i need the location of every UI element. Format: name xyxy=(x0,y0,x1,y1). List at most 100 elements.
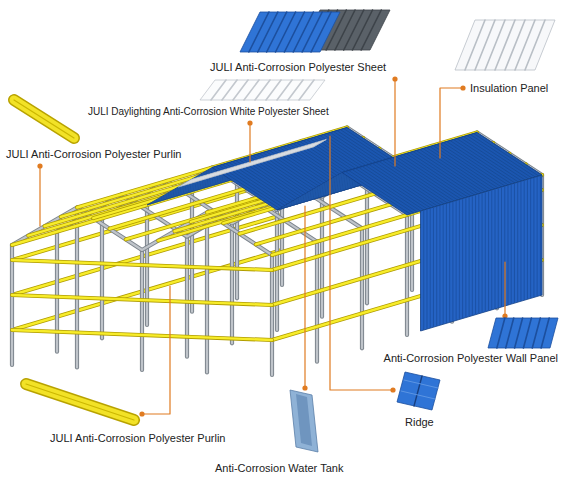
wall-panel-icon-rib xyxy=(541,318,549,348)
roof-rib xyxy=(376,163,441,206)
steel-frame xyxy=(141,250,143,370)
leader-line xyxy=(249,123,250,162)
roof-rib xyxy=(396,157,461,200)
steel-frame xyxy=(231,223,233,343)
steel-frame-edge xyxy=(140,250,144,370)
grey-sheet-icon-rib xyxy=(361,10,381,50)
steel-frame-edge xyxy=(235,178,239,298)
wall-rib xyxy=(514,184,515,302)
water-tank-channel xyxy=(296,394,312,446)
insulation-panel-icon xyxy=(455,20,555,70)
leader-dot xyxy=(247,120,252,125)
wall-rib xyxy=(462,200,463,318)
roof-rib xyxy=(369,165,434,208)
wall-rib xyxy=(478,195,479,313)
icons xyxy=(14,10,558,452)
steel-frame xyxy=(316,242,318,362)
wall-rib xyxy=(533,178,534,296)
roof-rib xyxy=(464,137,529,180)
roof-rib xyxy=(349,171,414,214)
roof-rib xyxy=(393,158,458,201)
blue-sheet-icon-rib xyxy=(276,12,296,52)
wall-panels xyxy=(421,175,543,331)
blue-sheet-icon-rib xyxy=(267,12,287,52)
purlin-icon-lip xyxy=(14,100,74,138)
roof-rib xyxy=(416,151,481,194)
leader-line xyxy=(394,79,395,166)
ridge-crease xyxy=(414,376,422,406)
wall-rib xyxy=(517,183,518,301)
leader-dot xyxy=(302,385,307,390)
steel-frame-edge xyxy=(10,245,14,365)
roof-rib xyxy=(433,146,498,189)
water-tank-icon xyxy=(290,390,318,452)
roof-rib xyxy=(467,136,532,179)
roof-rib xyxy=(474,134,539,177)
wall-rib xyxy=(488,192,489,310)
roof-rib xyxy=(345,172,410,215)
wall-rib xyxy=(456,201,457,319)
steel-frame xyxy=(236,178,238,298)
wall-rib xyxy=(472,197,473,315)
roof-rib xyxy=(437,145,502,188)
wall-rib xyxy=(475,196,476,314)
leader-dot xyxy=(139,411,144,416)
steel-frame xyxy=(206,213,208,373)
grey-sheet-icon-rib xyxy=(344,10,364,50)
steel-frame xyxy=(76,208,78,368)
purlin-edge xyxy=(12,260,272,270)
leader-line xyxy=(142,286,170,414)
wall-rib xyxy=(449,203,450,321)
wall-rib xyxy=(530,179,531,297)
wall-rib xyxy=(537,177,538,295)
steel-frame-edge xyxy=(190,192,194,312)
steel-frame xyxy=(406,215,408,335)
roof-rib xyxy=(450,141,515,184)
wall-panel-icon-rib xyxy=(515,318,523,348)
blue-sheet-icon-rib xyxy=(258,12,278,52)
purlin xyxy=(12,260,272,270)
steel-frame xyxy=(11,245,13,365)
roof-rib xyxy=(413,152,478,195)
ridge-icon xyxy=(397,372,440,410)
insulation-panel-icon-rib xyxy=(525,20,545,70)
wall-panel-icon-rib xyxy=(497,318,505,348)
roof-rib xyxy=(366,166,431,209)
steel-frame-edge xyxy=(230,223,234,343)
leader-line xyxy=(304,206,305,388)
part-label: JULI Daylighting Anti-Corrosion White Po… xyxy=(88,106,329,118)
steel-frame-edge xyxy=(100,218,104,338)
part-label: Insulation Panel xyxy=(470,82,548,95)
ridge-rib xyxy=(404,380,438,388)
roof-rib xyxy=(457,139,522,182)
steel-frame-edge xyxy=(205,213,209,373)
wall-rib xyxy=(439,206,440,324)
wall-rib xyxy=(507,186,508,304)
roof-rib xyxy=(426,148,491,191)
roof-rib xyxy=(447,142,512,185)
roof-rib xyxy=(386,160,451,203)
wall-rib xyxy=(446,204,447,322)
wall-rib xyxy=(498,189,499,307)
blue-sheet-icon-rib xyxy=(302,12,322,52)
part-label: Ridge xyxy=(405,416,434,429)
purlin-icon xyxy=(14,100,74,138)
roof-rib xyxy=(379,162,444,205)
blue-sheet-icon-rib xyxy=(249,12,269,52)
ridge-rib xyxy=(401,391,435,399)
roof-rib xyxy=(440,144,505,187)
purlin-icon-edge xyxy=(26,384,134,420)
roof-rib xyxy=(359,168,424,211)
daylighting-rib xyxy=(313,140,326,148)
wall-panel-icon-rib xyxy=(532,318,540,348)
roof-rib xyxy=(389,159,454,202)
leaders xyxy=(37,76,507,416)
wall-rib xyxy=(511,185,512,303)
blue-sheet-icon-rib xyxy=(311,12,331,52)
roof-rib xyxy=(443,143,508,186)
daylighting-strip xyxy=(178,140,326,188)
part-label: Anti-Corrosion Water Tank xyxy=(215,462,343,475)
roof-rib xyxy=(460,138,525,181)
